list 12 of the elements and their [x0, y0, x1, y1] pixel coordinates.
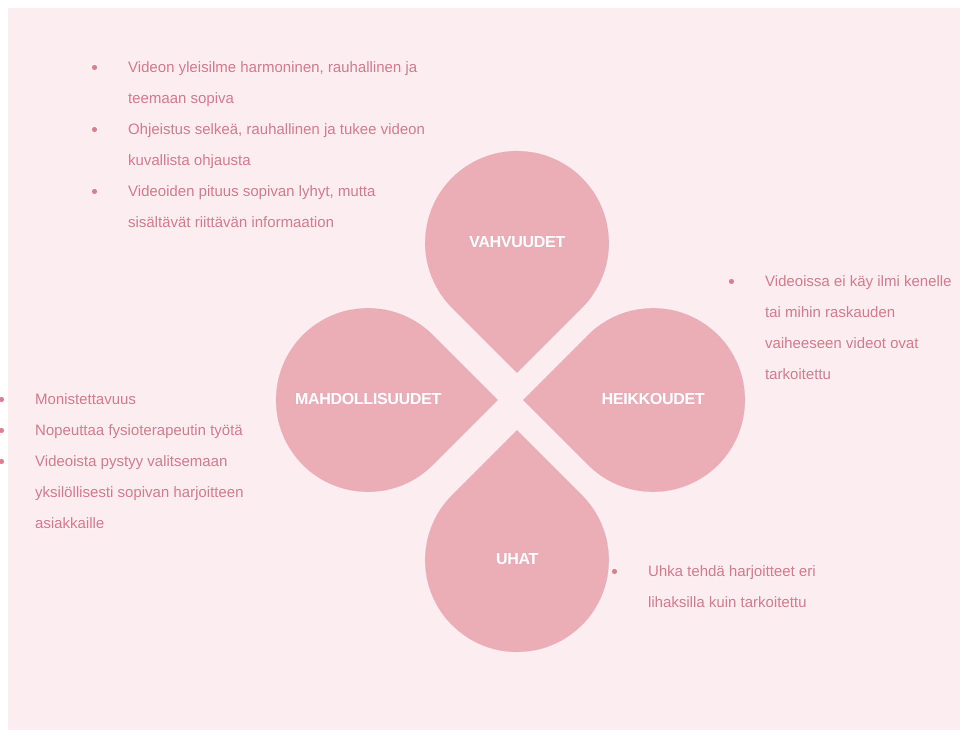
- bullet-point: Videoista pystyy valitsemaan yksilöllisesti sopivan harjoitteen asiakkaille: [35, 452, 244, 534]
- bullet-point: Monistettavuus: [35, 390, 137, 410]
- bullet-point: Videoissa ei käy ilmi kenelle tai mihin raskauden vaiheeseen videot ovat tarkoitettu: [765, 272, 952, 385]
- petal-label: MAHDOLLISUUDET: [295, 391, 441, 409]
- bullet-point: Ohjeistus selkeä, rauhallinen ja tukee videon kuvallista ohjausta: [128, 120, 426, 171]
- petal-label: UHAT: [496, 551, 538, 569]
- bullet-point: Nopeuttaa fysioterapeutin työtä: [35, 421, 244, 441]
- bullet-point: Videoiden pituus sopivan lyhyt, mutta sisältävät riittävän informaation: [128, 182, 376, 233]
- petal-label: VAHVUUDET: [469, 234, 565, 252]
- bullet-point: Uhka tehdä harjoitteet eri lihaksilla kuin tarkoitettu: [648, 562, 817, 613]
- petal-label: HEIKKOUDET: [602, 391, 704, 409]
- bullet-point: Videon yleisilme harmoninen, rauhallinen ja teemaan sopiva: [128, 58, 418, 109]
